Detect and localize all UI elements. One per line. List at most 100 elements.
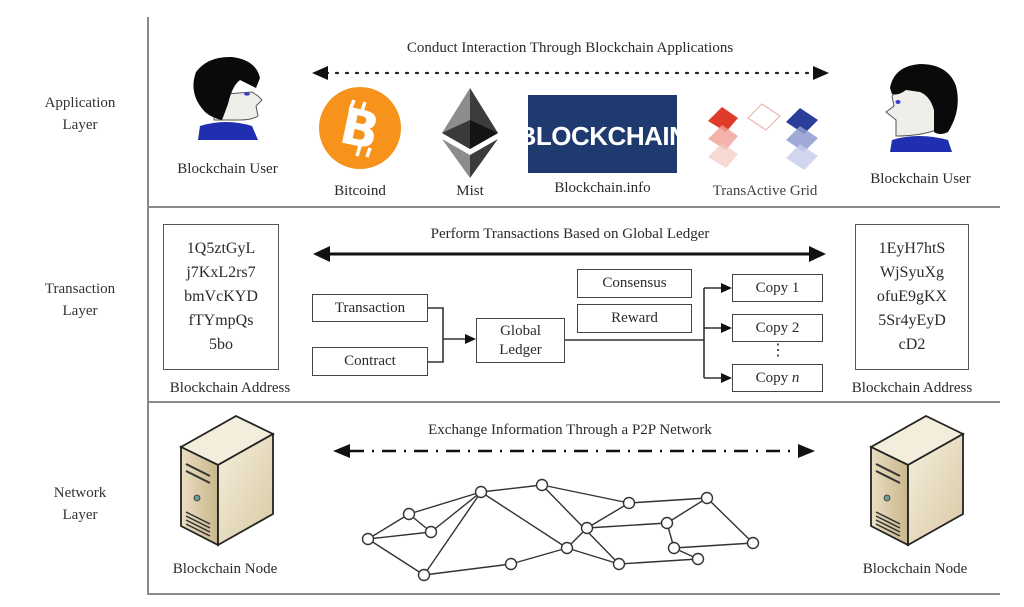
network-arrow-caption: Exchange Information Through a P2P Netwo… xyxy=(428,422,712,438)
left-node-label: Blockchain Node xyxy=(172,561,278,577)
p2p-node xyxy=(667,541,681,555)
p2p-edge xyxy=(586,502,630,529)
address-line: j7KxL2rs7 xyxy=(186,264,256,281)
p2p-node xyxy=(535,478,549,492)
arrowhead-right-icon xyxy=(809,246,826,262)
p2p-edge xyxy=(480,484,543,493)
layer-label-line: Application xyxy=(44,95,116,111)
right-node-label: Blockchain Node xyxy=(862,561,968,577)
arrowhead-left-icon xyxy=(312,66,328,80)
p2p-node xyxy=(622,496,636,510)
transaction-box: Transaction xyxy=(312,294,428,322)
address-line: ofuE9gKX xyxy=(876,288,948,305)
address-line: 5Sr4yEyD xyxy=(878,312,946,329)
p2p-edge xyxy=(367,513,410,540)
left-blockchain-address-label: Blockchain Address xyxy=(169,380,291,396)
p2p-node xyxy=(424,525,438,539)
layer-divider-transaction-network xyxy=(147,401,1000,403)
p2p-node xyxy=(746,536,760,550)
application-interaction-arrow xyxy=(312,66,829,80)
global-ledger-line: Ledger xyxy=(499,341,542,358)
p2p-edge xyxy=(480,491,568,549)
right-blockchain-address-label: Blockchain Address xyxy=(851,380,973,396)
blockchain-node-right-icon xyxy=(869,414,965,547)
app-label-transactive-grid: TransActive Grid xyxy=(712,183,818,199)
transaction-arrow-caption: Perform Transactions Based on Global Led… xyxy=(430,226,710,242)
copy-2-box: Copy 2 xyxy=(732,314,823,342)
arrowhead-right-icon xyxy=(798,444,815,458)
p2p-edge xyxy=(423,563,512,576)
copy-connectors xyxy=(565,287,722,379)
frame-bottom-border xyxy=(147,593,1000,595)
blockchain-user-right-icon xyxy=(885,64,958,152)
p2p-edge xyxy=(510,547,568,565)
p2p-edge xyxy=(541,484,620,565)
p2p-node xyxy=(660,516,674,530)
address-line: fTYmpQs xyxy=(188,312,254,329)
left-blockchain-address-box: 1Q5ztGyL j7KxL2rs7 bmVcKYD fTYmpQs 5bo xyxy=(163,224,279,370)
left-user-label: Blockchain User xyxy=(177,161,278,177)
ethereum-logo-icon xyxy=(442,88,498,178)
layer-label-line: Layer xyxy=(62,303,98,319)
blockchain-info-logo-icon: BLOCKCHAIN xyxy=(518,95,688,173)
blockchain-info-logo-text: BLOCKCHAIN xyxy=(518,121,688,151)
address-line: WjSyuXg xyxy=(880,264,944,281)
global-ledger-line: Global xyxy=(500,322,541,339)
transaction-layer-label: Transaction Layer xyxy=(20,278,140,322)
p2p-edge xyxy=(706,497,754,544)
address-line: 5bo xyxy=(209,336,233,353)
p2p-node xyxy=(700,491,714,505)
layer-label-line: Layer xyxy=(62,117,98,133)
contract-box: Contract xyxy=(312,347,428,376)
p2p-edge xyxy=(541,484,630,504)
arrowhead-copy1-icon xyxy=(721,283,732,293)
input-connectors xyxy=(428,307,466,363)
p2p-edge xyxy=(367,538,425,576)
arrowhead-right-icon xyxy=(813,66,829,80)
global-ledger-box: Global Ledger xyxy=(476,318,565,363)
app-label-bitcoind: Bitcoind xyxy=(334,183,386,199)
consensus-box: Consensus xyxy=(577,269,692,298)
arrowhead-copy2-icon xyxy=(721,323,732,333)
p2p-edge xyxy=(666,497,708,524)
p2p-edge xyxy=(423,491,482,576)
p2p-node xyxy=(504,557,518,571)
app-label-mist: Mist xyxy=(456,183,484,199)
p2p-edge xyxy=(628,497,708,504)
arrowhead-copyn-icon xyxy=(721,373,732,383)
arrowhead-left-icon xyxy=(313,246,330,262)
blockchain-user-left-icon xyxy=(193,56,263,140)
layer-divider-app-transaction xyxy=(147,206,1000,208)
p2p-edge xyxy=(586,522,668,529)
arrowhead-ledger-icon xyxy=(465,334,476,344)
copies-ellipsis: ⋮ xyxy=(770,342,786,359)
p2p-node xyxy=(402,507,416,521)
address-line: cD2 xyxy=(898,336,926,353)
arrowhead-left-icon xyxy=(333,444,350,458)
transaction-ledger-arrow xyxy=(313,246,826,262)
p2p-node xyxy=(560,541,574,555)
p2p-node xyxy=(691,552,705,566)
p2p-exchange-arrow xyxy=(333,444,815,458)
p2p-node xyxy=(474,485,488,499)
p2p-node xyxy=(361,532,375,546)
p2p-edge xyxy=(673,542,754,549)
p2p-edge xyxy=(566,547,620,565)
p2p-network-nodes xyxy=(361,478,760,582)
bitcoin-logo-icon: B xyxy=(319,87,401,169)
right-user-label: Blockchain User xyxy=(870,171,971,187)
address-line: bmVcKYD xyxy=(184,288,258,305)
application-layer-label: Application Layer xyxy=(20,92,140,136)
reward-box: Reward xyxy=(577,304,692,333)
copy-n-label: Copy xyxy=(755,369,792,386)
copy-1-box: Copy 1 xyxy=(732,274,823,302)
address-line: 1EyH7htS xyxy=(878,240,946,257)
copy-n-box: Copy n xyxy=(732,364,823,392)
p2p-edge xyxy=(618,558,699,565)
layer-divider-vertical xyxy=(147,17,149,595)
p2p-edge xyxy=(408,491,482,515)
network-layer-label: Network Layer xyxy=(20,482,140,526)
p2p-edge xyxy=(430,491,482,533)
p2p-network-edges xyxy=(367,484,754,576)
